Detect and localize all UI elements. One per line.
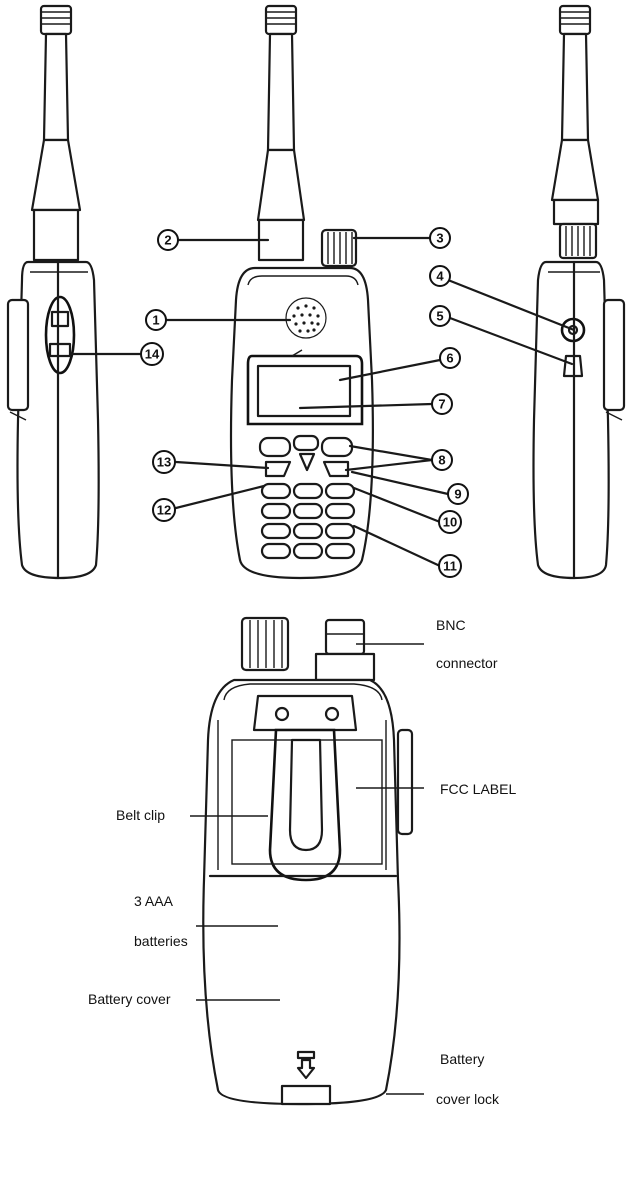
callout-13: 13 [153, 451, 175, 473]
batteries-label-line2: batteries [134, 933, 188, 949]
callout-9: 9 [448, 484, 468, 504]
callout-10: 10 [439, 511, 461, 533]
svg-text:12: 12 [157, 503, 171, 518]
belt-clip-label: Belt clip [116, 807, 165, 823]
svg-text:4: 4 [436, 269, 444, 284]
callout-8: 8 [432, 450, 452, 470]
svg-text:8: 8 [438, 453, 445, 468]
callout-4: 4 [430, 266, 450, 286]
callout-14: 14 [141, 343, 163, 365]
right-side-view [534, 6, 625, 578]
svg-text:7: 7 [438, 397, 445, 412]
svg-text:6: 6 [446, 351, 453, 366]
svg-text:13: 13 [157, 455, 171, 470]
front-view [231, 6, 373, 578]
bnc-label-line2: connector [436, 655, 498, 671]
fcc-label: FCC LABEL [440, 781, 516, 797]
callout-6: 6 [440, 348, 460, 368]
callout-5: 5 [430, 306, 450, 326]
svg-text:11: 11 [443, 559, 457, 574]
callout-1: 1 [146, 310, 166, 330]
svg-text:5: 5 [436, 309, 443, 324]
svg-text:9: 9 [454, 487, 461, 502]
svg-text:10: 10 [443, 515, 457, 530]
svg-text:2: 2 [164, 233, 171, 248]
callout-12: 12 [153, 499, 175, 521]
callout-3: 3 [430, 228, 450, 248]
batteries-label-line1: 3 AAA [134, 893, 174, 909]
svg-text:3: 3 [436, 231, 443, 246]
callout-11: 11 [439, 555, 461, 577]
back-view [203, 618, 412, 1104]
left-side-view [8, 6, 99, 578]
svg-text:14: 14 [145, 347, 160, 362]
battery-cover-label: Battery cover [88, 991, 171, 1007]
callout-7: 7 [432, 394, 452, 414]
svg-text:1: 1 [152, 313, 159, 328]
cover-lock-label-line1: Battery [440, 1051, 484, 1067]
bnc-label-line1: BNC [436, 617, 466, 633]
cover-lock-label-line2: cover lock [436, 1091, 500, 1107]
callout-2: 2 [158, 230, 178, 250]
